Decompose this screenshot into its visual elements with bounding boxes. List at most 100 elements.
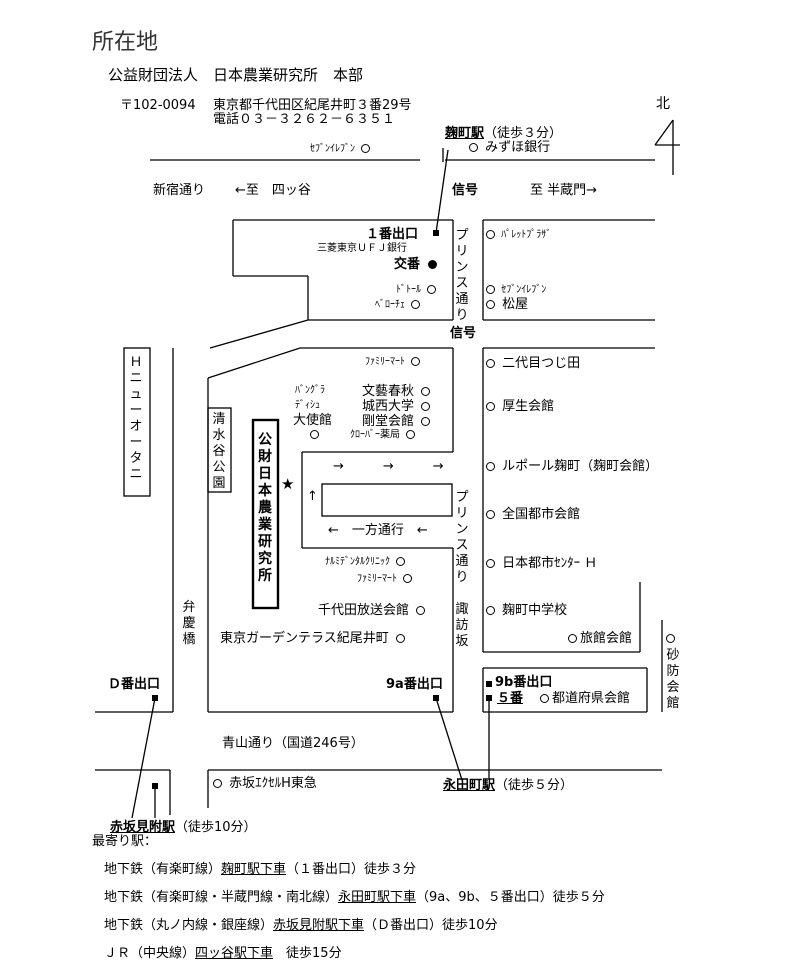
to-yotsuya: ←至 四ッ谷 bbox=[235, 183, 311, 198]
nidaime-tsujita: 二代目つじ田 bbox=[483, 357, 580, 370]
poi-marker-icon bbox=[421, 417, 431, 426]
gotokaikan-label: 剛堂会館 bbox=[362, 414, 415, 429]
access-station: 四ッ谷駅下車 bbox=[195, 946, 274, 961]
narumi-label: ﾅﾙﾐﾃﾞﾝﾀﾙｸﾘﾆｯｸ bbox=[325, 556, 390, 568]
exit-d: Ｄ番出口 bbox=[108, 677, 161, 692]
mizuho-label: みずほ銀行 bbox=[485, 140, 551, 155]
nihon-toshi-center: 日本都市ｾﾝﾀｰ Ｈ bbox=[483, 557, 597, 570]
poi-marker-icon bbox=[411, 357, 421, 366]
akasakamitsuke-station: 赤坂見附駅（徒歩10分） bbox=[110, 821, 257, 834]
sabo-kaikan-marker bbox=[663, 632, 678, 645]
hotel-new-otani: Ｈ ニューオータニ bbox=[129, 355, 156, 482]
north-label: 北 bbox=[656, 96, 670, 112]
akasakamitsuke-station-name: 赤坂見附駅 bbox=[110, 820, 176, 835]
signal-top: 信号 bbox=[452, 183, 479, 198]
one-way-label: ← 一方通行 ← bbox=[328, 523, 428, 538]
access-row-3: 地下鉄（丸ノ内線・銀座線）赤坂見附駅下車（Ｄ番出口）徒歩10分 bbox=[104, 919, 498, 932]
koban-icon bbox=[427, 260, 437, 269]
kosei-kaikan: 厚生会館 bbox=[483, 400, 554, 413]
poi-marker-icon bbox=[396, 557, 406, 566]
gotokaikan: 剛堂会館 bbox=[362, 415, 433, 428]
matsuya-label: 松屋 bbox=[502, 297, 529, 312]
prince-dori-bottom: プリンス通り bbox=[455, 490, 469, 585]
familymart-2: ﾌｧﾐﾘｰﾏｰﾄ bbox=[357, 574, 415, 585]
postal-code: 〒102-0094 bbox=[120, 98, 196, 113]
sabo-kaikan: 砂防会館 bbox=[666, 648, 680, 711]
phone: 電話０３－３２６２－６３５１ bbox=[213, 112, 396, 127]
familymart-1-label: ﾌｧﾐﾘｰﾏｰﾄ bbox=[365, 356, 405, 368]
poi-marker-icon bbox=[486, 300, 495, 309]
desh: ﾃﾞｨｼｭ bbox=[295, 400, 320, 411]
zenkoku-toshi-kaikan: 全国都市会館 bbox=[483, 508, 580, 521]
ryokan-label: 旅館会館 bbox=[580, 631, 633, 646]
access-row-1: 地下鉄（有楽町線）麹町駅下車（１番出口）徒歩３分 bbox=[104, 863, 416, 876]
todofuken-label: 都道府県会館 bbox=[552, 691, 631, 706]
bunshun: 文藝春秋 bbox=[362, 385, 433, 398]
aoyama-dori: 青山通り（国道246号） bbox=[222, 736, 364, 751]
org-name: 公益財団法人 日本農業研究所 本部 bbox=[108, 66, 364, 84]
poi-marker-icon bbox=[486, 285, 495, 294]
access-detail: （Ｄ番出口）徒歩10分 bbox=[364, 918, 498, 933]
poi-marker-icon bbox=[666, 634, 675, 643]
signal-mid: 信号 bbox=[450, 326, 477, 341]
kosei-label: 厚生会館 bbox=[502, 399, 555, 414]
familymart-2-label: ﾌｧﾐﾘｰﾏｰﾄ bbox=[357, 573, 397, 585]
poi-marker-icon bbox=[486, 359, 495, 368]
garden-terrace: 東京ガーデンテラス紀尾井町 bbox=[220, 632, 408, 645]
clover-label: ｸﾛｰﾊﾞｰ薬局 bbox=[350, 429, 400, 441]
veloce-label: ﾍﾞﾛｰﾁｪ bbox=[375, 299, 405, 311]
kojimachi-station-name: 麹町駅 bbox=[445, 126, 485, 141]
poi-marker-icon bbox=[411, 300, 421, 309]
chiyoda-hoso-label: 千代田放送会館 bbox=[318, 603, 410, 618]
poi-marker-icon bbox=[486, 606, 495, 615]
seven-eleven-top: ｾﾌﾞﾝｲﾚﾌﾞﾝ bbox=[310, 144, 373, 155]
nihon-toshi-label: 日本都市ｾﾝﾀｰ Ｈ bbox=[502, 556, 598, 571]
poi-marker-icon bbox=[486, 402, 495, 411]
kojimachi-station: 麹町駅（徒歩３分） bbox=[445, 127, 562, 140]
poi-marker-icon bbox=[213, 779, 222, 788]
embassy-marker bbox=[307, 428, 322, 441]
institute-building: 公財 日本農業研究所 bbox=[258, 432, 286, 584]
poi-marker-icon bbox=[427, 285, 437, 294]
embassy: 大使館 bbox=[293, 413, 333, 428]
institute-star-icon: ★ bbox=[281, 475, 295, 493]
up-arrow: ↑ bbox=[307, 489, 318, 504]
josai-label: 城西大学 bbox=[362, 399, 415, 414]
poi-marker-icon bbox=[310, 430, 319, 439]
access-detail: （１番出口）徒歩３分 bbox=[286, 862, 417, 877]
pallet-plaza-label: ﾊﾟﾚｯﾄﾌﾟﾗｻﾞ bbox=[501, 229, 552, 241]
le-port-kojimachi: ルポール麹町（麹町会館） bbox=[483, 460, 658, 473]
access-line: 地下鉄（丸ノ内線・銀座線） bbox=[104, 918, 274, 933]
exit-9b: 9b番出口 bbox=[495, 675, 553, 690]
poi-marker-icon bbox=[416, 606, 426, 615]
todofuken-kaikan: 都道府県会館 bbox=[537, 692, 630, 705]
nagatacho-walk: （徒歩５分） bbox=[495, 778, 574, 793]
access-detail: （9a、9b、５番出口）徒歩５分 bbox=[416, 890, 605, 905]
garden-terrace-label: 東京ガーデンテラス紀尾井町 bbox=[220, 631, 389, 646]
access-line: ＪＲ（中央線） bbox=[104, 946, 196, 961]
one-way-arrows-top: → → → bbox=[333, 459, 444, 474]
doutor-label: ﾄﾞﾄｰﾙ bbox=[396, 284, 421, 296]
poi-marker-icon bbox=[406, 430, 416, 439]
kojimachi-walk: （徒歩３分） bbox=[484, 126, 563, 141]
toshi-kaikan-label: 全国都市会館 bbox=[502, 507, 581, 522]
prince-dori-top: プリンス通り bbox=[455, 228, 469, 323]
nidaime-label: 二代目つじ田 bbox=[502, 356, 581, 371]
seven-eleven-right: ｾﾌﾞﾝｲﾚﾌﾞﾝ bbox=[483, 285, 546, 296]
josai: 城西大学 bbox=[362, 400, 433, 413]
mufg-bank: 三菱東京ＵＦＪ銀行 bbox=[317, 243, 407, 254]
exit-9a: 9a番出口 bbox=[386, 677, 443, 692]
exit-5: ５番 bbox=[497, 691, 524, 706]
bunshun-label: 文藝春秋 bbox=[362, 384, 415, 399]
benkeibashi: 弁慶橋 bbox=[182, 600, 196, 647]
excel-label: 赤坂ｴｸｾﾙH東急 bbox=[229, 776, 317, 791]
koban-label: 交番 bbox=[394, 257, 421, 272]
access-station: 永田町駅下車 bbox=[338, 890, 417, 905]
page-title: 所在地 bbox=[92, 30, 159, 55]
akasakamitsuke-walk: （徒歩10分） bbox=[175, 820, 257, 835]
kojimachi-jhs-label: 麹町中学校 bbox=[502, 603, 568, 618]
poi-marker-icon bbox=[469, 143, 478, 152]
shinjuku-dori: 新宿通り bbox=[153, 183, 206, 198]
shimizudani-park: 清水谷公園 bbox=[212, 412, 226, 491]
poi-marker-icon bbox=[403, 574, 413, 583]
